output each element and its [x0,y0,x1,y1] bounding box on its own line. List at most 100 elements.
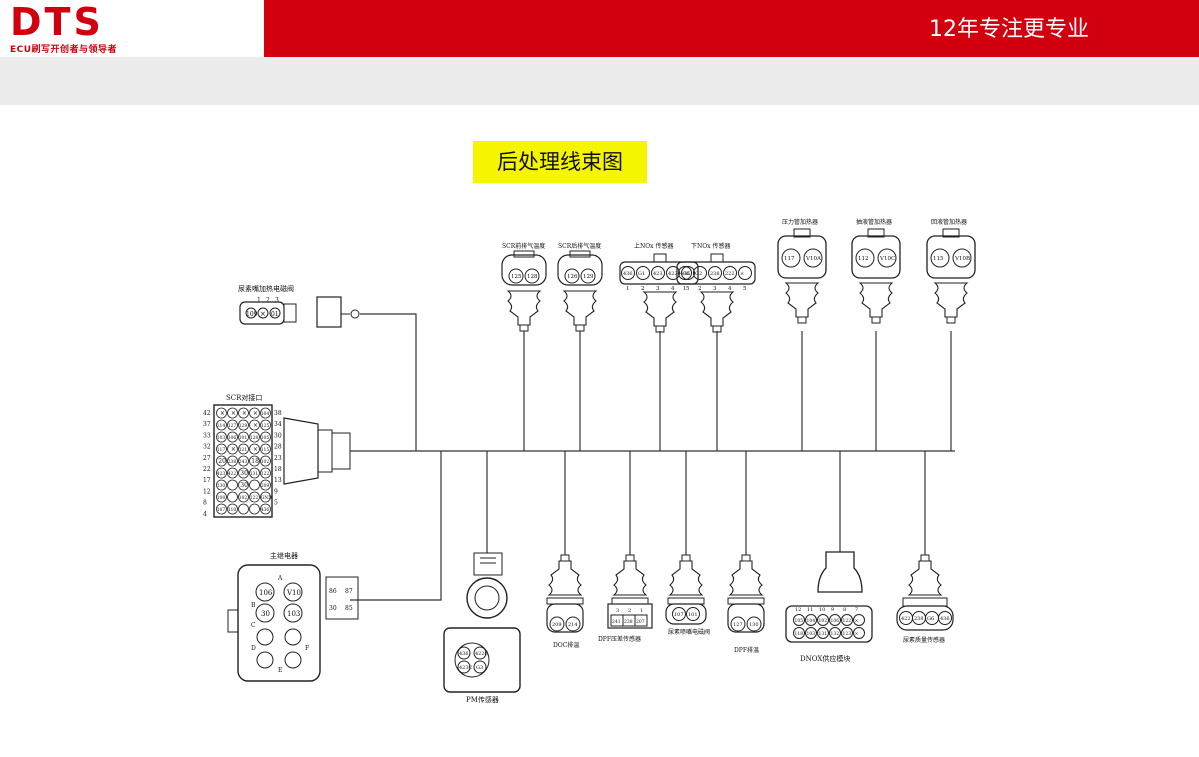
scr-pin [260,467,271,479]
denox-pin [829,627,841,639]
scr-pin [227,431,238,443]
scr_rear_temp-boot-tip [575,324,585,332]
doc_temp-boot-tip [560,554,570,562]
main-relay-pin [283,603,303,623]
scr-pin [260,479,271,491]
dpf_pressure-pin-num: 1 [640,608,643,614]
scr_front_temp-boot [506,290,542,326]
denox-pin-label: 123 [843,631,852,637]
pressure_pipe_heater-pin-label: 117 [784,256,795,262]
urea_quality_sensor-pin-label: 436 [940,616,950,622]
scr-pin-label: GND [261,495,273,501]
doc_temp-label: DOC排温 [553,641,579,649]
scr-pin [249,419,260,431]
doc_temp-pin-label: 209 [552,622,562,628]
upper_nox-pin [651,266,665,280]
doc_temp-body [546,603,584,633]
suction_pipe_heater-pin-label: V10C [879,256,895,262]
scr-pin [227,491,238,503]
upper_nox-pin [666,266,680,280]
scr-pin-label: 107 [217,507,226,513]
suction_pipe_heater-pin [855,248,875,268]
scr-pin-label: 102 [261,459,270,465]
denox-cap [817,551,863,593]
denox-pin-label: 122 [843,618,852,624]
scr-pin-label: × [242,410,247,417]
relay-letter: E [278,667,282,674]
main-relay-pin [255,582,275,602]
scr-pin [249,479,260,491]
upper_nox-label: 上NOx 传感器 [634,242,673,250]
scr-pin-label: × [253,410,258,417]
denox-pin-label: 102 [819,618,828,624]
relay-letter: D [251,645,256,652]
scr-connector-ring [317,429,333,473]
denox-pin-num: 11 [807,607,813,613]
scr-pin [260,407,271,419]
upper_nox-body [619,261,699,285]
dpf_temp-body [727,603,765,633]
scr-pin [249,407,260,419]
scr-pin-label: 209 [261,483,270,489]
scr-right-num: 23 [274,455,282,462]
scr-pin [260,443,271,455]
relay-side-block [325,576,359,620]
scr-pin [216,479,227,491]
scr-pin [227,503,238,515]
scr-pin-label: 131 [250,471,259,477]
scr-pin [216,467,227,479]
dpf_pressure-pin-label: 238 [624,619,633,625]
pm-pin-label: 436 [459,651,469,657]
scr-pin-label: 436 [261,507,270,513]
scr-right-num: 34 [274,421,282,428]
dpf_pressure-pin-num: 2 [628,608,631,614]
scr-pin-label: 30 [240,470,248,477]
pressure_pipe_heater-pin [781,248,801,268]
scr-pin-label: 122 [250,495,259,501]
scr_front_temp-pin [508,268,524,284]
scr-left-num: 32 [203,444,211,451]
scr-pin [216,443,227,455]
upper_nox-pin-label: G5 [683,271,690,277]
suction_pipe_heater-latch [867,228,885,238]
relay-side-pin: 87 [345,588,353,595]
suction_pipe_heater-pin-label: 112 [858,256,869,262]
dpf_temp-label: DPF排温 [734,646,759,654]
lower_nox-pin [693,266,707,280]
main-relay-pin [256,651,274,669]
return_pipe_heater-pin [930,248,950,268]
denox-pin [853,614,865,626]
heater-valve-pin-label: 01 [271,311,279,318]
suction_pipe_heater-boot [858,282,894,318]
scr_rear_temp-body [557,254,603,286]
pm-sensor-pin [473,646,487,660]
denox-pin [793,627,805,639]
pm-sensor-ring [466,577,508,619]
suction_pipe_heater-label: 抽液管加热器 [856,218,892,226]
scr_rear_temp-pin [564,268,580,284]
relay-pin-label: V10 [286,589,301,597]
scr-pin-label: 105 [261,435,270,441]
scr-pin-label: 110 [228,507,237,513]
denox-pin-label: 104 [807,618,816,624]
dpf_temp-boot [728,560,764,596]
denox-pin-num: 12 [795,607,801,613]
upper_nox-boot [642,291,678,327]
scr_front_temp-boot-tip [519,324,529,332]
dpf_temp-collar [727,597,765,605]
scr-pin [216,491,227,503]
upper_nox-pin-label: 423 [653,271,663,277]
scr-pin [238,467,249,479]
lower_nox-pin-label: 436 [680,271,690,277]
urea_injector_valve-body [665,603,707,625]
scr-pin-label: 106 [228,435,237,441]
dpf_pressure-boot [612,560,648,596]
denox-pin [805,627,817,639]
scr-pin [238,503,249,515]
